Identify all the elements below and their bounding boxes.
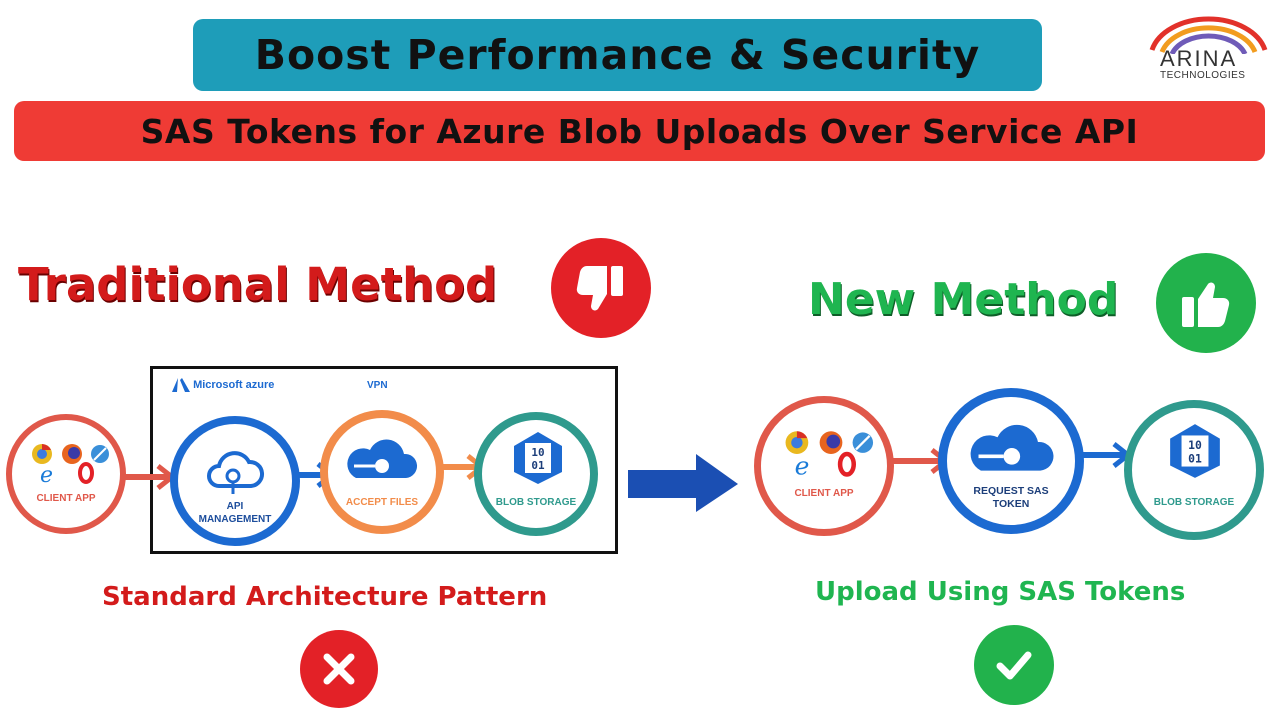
request-sas-token-node: REQUEST SAS TOKEN [938,388,1084,534]
new-browser-icons: e [783,429,879,480]
vpn-boundary-box [150,366,618,554]
azure-label: Microsoft azure [193,378,275,391]
cross-icon [323,653,355,685]
api-management-node: API MANAGEMENT [170,416,300,546]
svg-text:e: e [40,463,53,486]
page-subtitle: SAS Tokens for Azure Blob Uploads Over S… [140,111,1139,151]
new-blob-storage-node: 10 01 BLOB STORAGE [1124,400,1264,540]
browsers-icon: e [785,431,874,480]
subtitle-banner: SAS Tokens for Azure Blob Uploads Over S… [14,101,1265,161]
api-management-icon [207,451,264,494]
accept-files-node: ACCEPT FILES [320,410,444,534]
title-banner: Boost Performance & Security [193,19,1042,91]
cloud-upload-icon [347,439,418,478]
check-badge [974,625,1054,705]
cross-badge [300,630,378,708]
traditional-caption: Standard Architecture Pattern [102,582,548,612]
browsers-icon: e [32,444,109,488]
new-method-heading: New Method [808,274,1119,325]
new-method-caption: Upload Using SAS Tokens [815,577,1186,607]
new-client-app-node: e CLIENT APP [754,396,894,536]
accept-files-label: ACCEPT FILES [345,497,419,508]
new-blob-bits-line2: 01 [1188,451,1202,465]
api-management-label: API MANAGEMENT [198,501,272,525]
logo-arc-icon [1149,16,1268,54]
thumbs-up-icon [1182,282,1230,327]
new-client-label: CLIENT APP [794,488,854,499]
azure-brand: Microsoft azure [172,378,274,392]
trad-blob-label: BLOB STORAGE [495,497,577,508]
thumbs-down-icon [576,266,623,311]
logo-tagline: TECHNOLOGIES [1160,70,1246,81]
page-title: Boost Performance & Security [254,31,981,79]
thumbs-up-badge [1156,253,1256,353]
thumbs-down-badge [551,238,651,338]
blob-bits-line1: 10 [531,446,544,459]
blob-storage-icon: 10 01 [514,432,562,484]
trad-client-label: CLIENT APP [36,493,96,504]
trad-client-app-node: e CLIENT APP [6,414,126,534]
request-sas-label: REQUEST SAS TOKEN [973,485,1049,510]
svg-text:e: e [795,451,810,479]
trad-blob-storage-node: 10 01 BLOB STORAGE [474,412,598,536]
new-blob-label: BLOB STORAGE [1153,497,1235,508]
transition-arrow [628,454,738,512]
blob-bits-line2: 01 [531,459,545,472]
arina-logo: ARINA TECHNOLOGIES [1140,6,1275,86]
check-icon [996,651,1032,680]
blob-storage-icon: 10 01 [1170,424,1220,478]
vpn-label: VPN [367,380,388,391]
new-blob-bits-line1: 10 [1188,438,1202,452]
cloud-token-icon [970,424,1054,471]
browser-icons: e [30,442,114,488]
traditional-heading: Traditional Method [18,258,498,311]
azure-logo-icon [172,378,190,392]
logo-name: ARINA [1160,46,1238,71]
